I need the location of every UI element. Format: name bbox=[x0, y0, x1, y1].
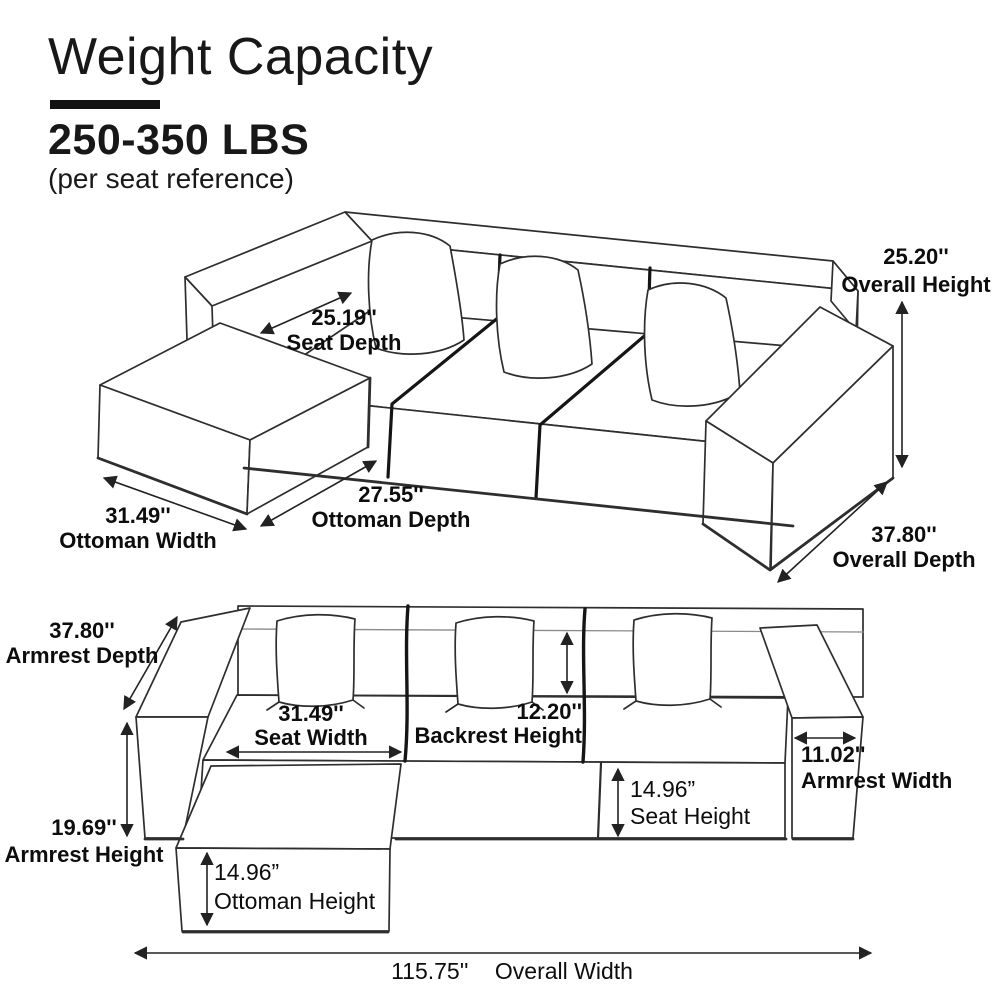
arrow-seat-depth bbox=[259, 291, 353, 335]
weight-range: 250-350 LBS bbox=[48, 116, 310, 164]
label-backrest-height: 12.20'' Backrest Height bbox=[414, 699, 582, 748]
arrow-overall-depth bbox=[776, 481, 889, 583]
page-title: Weight Capacity bbox=[48, 28, 434, 86]
label-armrest-depth: 37.80'' Armrest Depth bbox=[5, 618, 159, 668]
label-seat-width: 31.49'' Seat Width bbox=[254, 701, 368, 750]
top-view-drawing bbox=[96, 211, 895, 572]
label-overall-depth: 37.80'' Overall Depth bbox=[832, 522, 976, 572]
label-ottoman-depth: 27.55'' Ottoman Depth bbox=[311, 482, 471, 532]
measurement-arrows bbox=[102, 291, 909, 960]
label-overall-width: 115.75'' Overall Width bbox=[391, 958, 633, 984]
arrow-armrest-depth bbox=[123, 615, 178, 711]
arrow-ottoman-depth bbox=[259, 460, 378, 527]
label-ottoman-width: 31.49'' Ottoman Width bbox=[59, 503, 217, 553]
pillow-icon bbox=[266, 612, 722, 713]
label-ottoman-height: 14.96” Ottoman Height bbox=[214, 859, 376, 914]
label-armrest-height: 19.69'' Armrest Height bbox=[4, 815, 164, 867]
header: Weight Capacity 250-350 LBS (per seat re… bbox=[48, 28, 433, 195]
label-armrest-width: 11.02'' Armrest Width bbox=[801, 742, 953, 793]
label-seat-depth: 25.19'' Seat Depth bbox=[286, 305, 402, 355]
weight-note: (per seat reference) bbox=[48, 163, 294, 194]
label-seat-height: 14.96” Seat Height bbox=[630, 776, 751, 829]
label-overall-height: 25.20'' Overall Height bbox=[841, 244, 991, 297]
arrow-ottoman-width bbox=[102, 475, 248, 532]
title-underline bbox=[50, 100, 160, 109]
bottom-view-drawing bbox=[135, 604, 864, 934]
